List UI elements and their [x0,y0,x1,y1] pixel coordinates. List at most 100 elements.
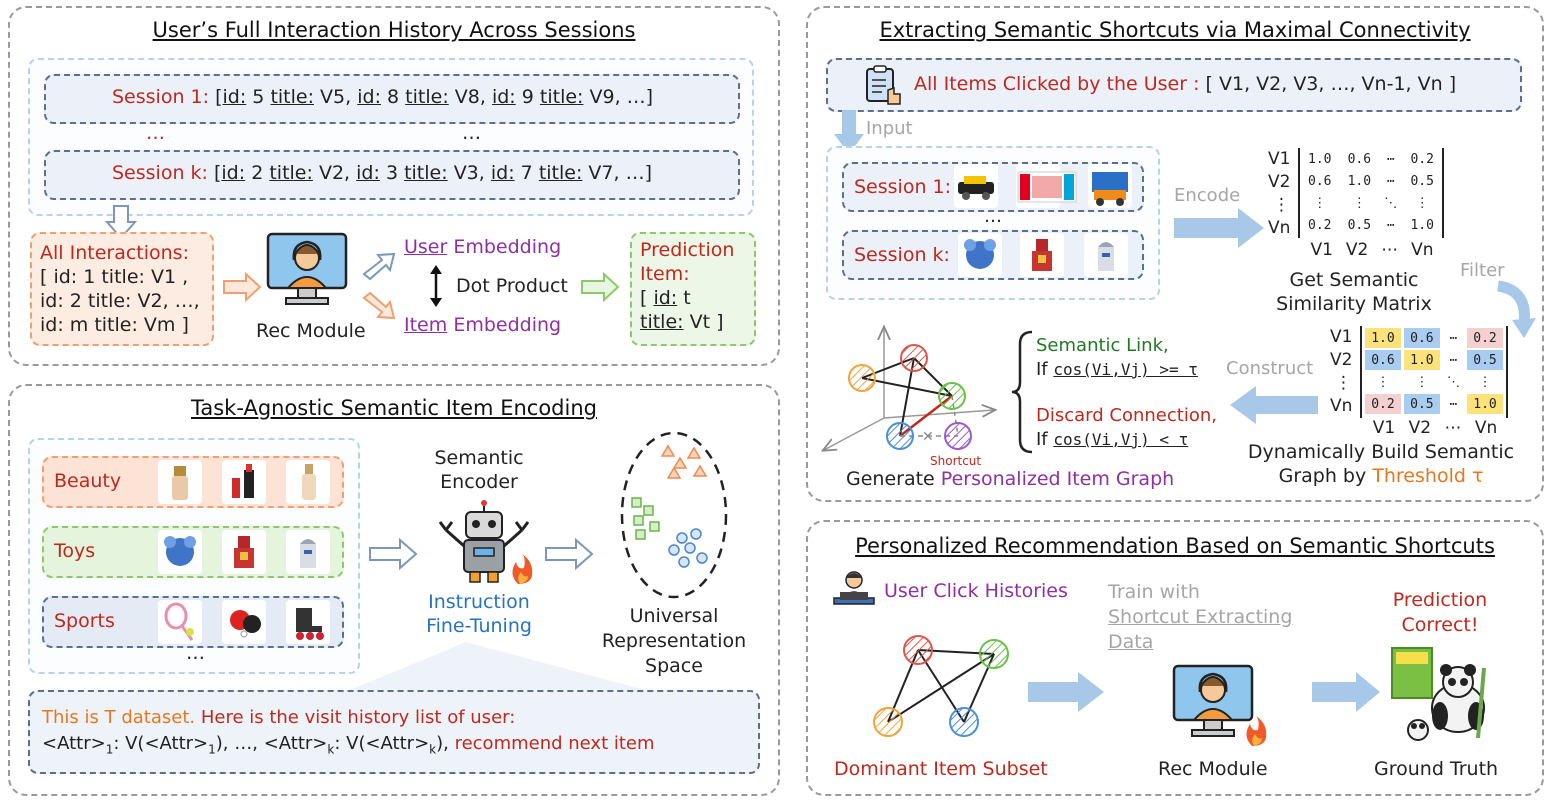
col-label: V2 [1345,240,1369,260]
encode-label: Encode [1174,185,1241,206]
row-label: V1 [1268,149,1291,169]
matrix-cell: ⋮ [1415,374,1429,390]
col-label: V1 [1372,418,1396,438]
title-key: title: [404,162,448,184]
title-value: V5, [320,86,352,108]
matrix-cell: ⋯ [1449,352,1458,368]
attr: <Attr> [263,733,328,754]
col-label: ⋯ [1381,240,1399,260]
tuning-line: Instruction [428,591,530,613]
generate-word: Generate [846,468,935,490]
ellipsis: … [186,642,205,664]
prompt-text: This is T dataset. Here is the visit his… [42,705,655,763]
prompt-history: Here is the visit history list of user: [195,707,516,728]
matrix-cell: 0.5 [1467,350,1503,370]
similarity-matrix-caption: Get Semantic Similarity Matrix [1244,268,1464,316]
attr-sub: k [429,742,437,757]
caption-line: Similarity Matrix [1276,293,1432,315]
panel-interaction-history: User’s Full Interaction History Across S… [8,6,780,366]
train-line: Shortcut Extracting [1108,606,1293,628]
matrix-cell: 0.6 [1308,173,1332,189]
stitch-toy-image [958,233,1002,277]
title-value: V7, …] [588,162,652,184]
id-key: id: [491,86,516,108]
id-value: 7 [520,162,533,184]
down-arrow-icon [104,205,138,240]
id-value: 8 [387,86,400,108]
matrix-cell: 1.0 [1347,173,1372,189]
session-1-label: Session 1: [854,176,952,198]
input-arrow-icon [834,110,864,154]
user-click-histories: User Click Histories [884,580,1068,602]
session-k-text: Session k: [id: 2 title: V2, id: 3 title… [112,162,652,184]
interaction-line: [ id: 1 title: V1 , [40,266,189,288]
session-1-row [44,74,740,124]
ellipsis: … [984,206,1002,227]
brace-icon [1011,330,1033,454]
construct-arrow-icon [1230,386,1318,424]
title-value: V2, [318,162,351,184]
attr-sub: 1 [208,742,216,757]
col-label: V1 [1310,240,1333,260]
ironman-toy-image [222,530,266,574]
lego-truck-image [1088,164,1132,208]
matrix-cell: ⋯ [1449,396,1458,412]
title-key: title: [539,86,584,108]
right-arrow-icon [545,537,594,571]
ellipsis-mid: … [462,122,481,144]
id-key: id: [490,162,515,184]
prediction-label-1: Prediction [640,239,735,261]
panel-title: Extracting Semantic Shortcuts via Maxima… [879,18,1471,42]
item-word: Item [404,314,448,336]
lego-car-image [954,164,998,208]
personalized-graph-text: Personalized Item Graph [940,468,1175,490]
id-value: 2 [251,162,264,184]
train-arrow-icon [1028,672,1104,712]
matrix-cell: 1.0 [1308,151,1332,167]
space-line: Universal [629,605,719,627]
encode-arrow-icon [1174,208,1264,248]
category-toys-label: Toys [54,540,96,562]
lipstick-image [222,460,266,504]
rec-module-label: Rec Module [256,320,366,342]
train-line: Train with [1108,581,1200,603]
space-line: Space [645,655,703,677]
id-value: 9 [521,86,534,108]
row-label: V1 [1330,327,1353,347]
panel-personalized-recommendation: Personalized Recommendation Based on Sem… [806,520,1544,796]
matrix-cell: ⋮ [1352,195,1366,211]
double-arrow-icon [430,265,442,307]
semantic-link: Semantic Link, [1036,335,1169,356]
all-interactions-box [30,232,214,346]
row-label: ⋮ [1335,373,1352,393]
construct-label: Construct [1226,358,1314,379]
all-items-text: All Items Clicked by the User : [ V1, V2… [914,73,1456,95]
matrix-cell: ⋯ [1449,330,1458,346]
session-1-label: Session 1: [112,86,210,108]
racket-image [158,600,202,644]
filter-label: Filter [1460,260,1505,281]
caption-line: Get Semantic [1289,269,1419,291]
prediction-item-text: Prediction Item: [ id: t title: Vt ] [640,238,734,334]
item-embedding: Item Embedding [404,314,561,336]
encoder-line: Encoder [440,471,518,493]
attr-sub: 1 [105,742,114,757]
semantic-encoder-label: Semantic Encoder [424,446,534,494]
row-label: V2 [1330,350,1353,370]
row-label: Vn [1330,396,1353,416]
skate-image [286,600,330,644]
predict-arrow-icon [1312,672,1380,712]
space-line: Representation [601,630,747,652]
matrix-cell: 0.2 [1365,394,1401,414]
panel-semantic-shortcuts: Extracting Semantic Shortcuts via Maxima… [806,6,1544,502]
category-sports-label: Sports [54,610,115,632]
matrix-cell: ⋮ [1376,374,1390,390]
condition-ge: cos(Vi,Vj) >= τ [1053,360,1198,379]
user-at-laptop-icon [833,571,875,605]
col-label: ⋯ [1444,418,1462,438]
universal-space-label: Universal Representation Space [584,604,764,679]
all-interactions-title: All Interactions: [40,242,189,264]
id-key: id: [221,162,246,184]
if-word: If [1036,429,1048,450]
